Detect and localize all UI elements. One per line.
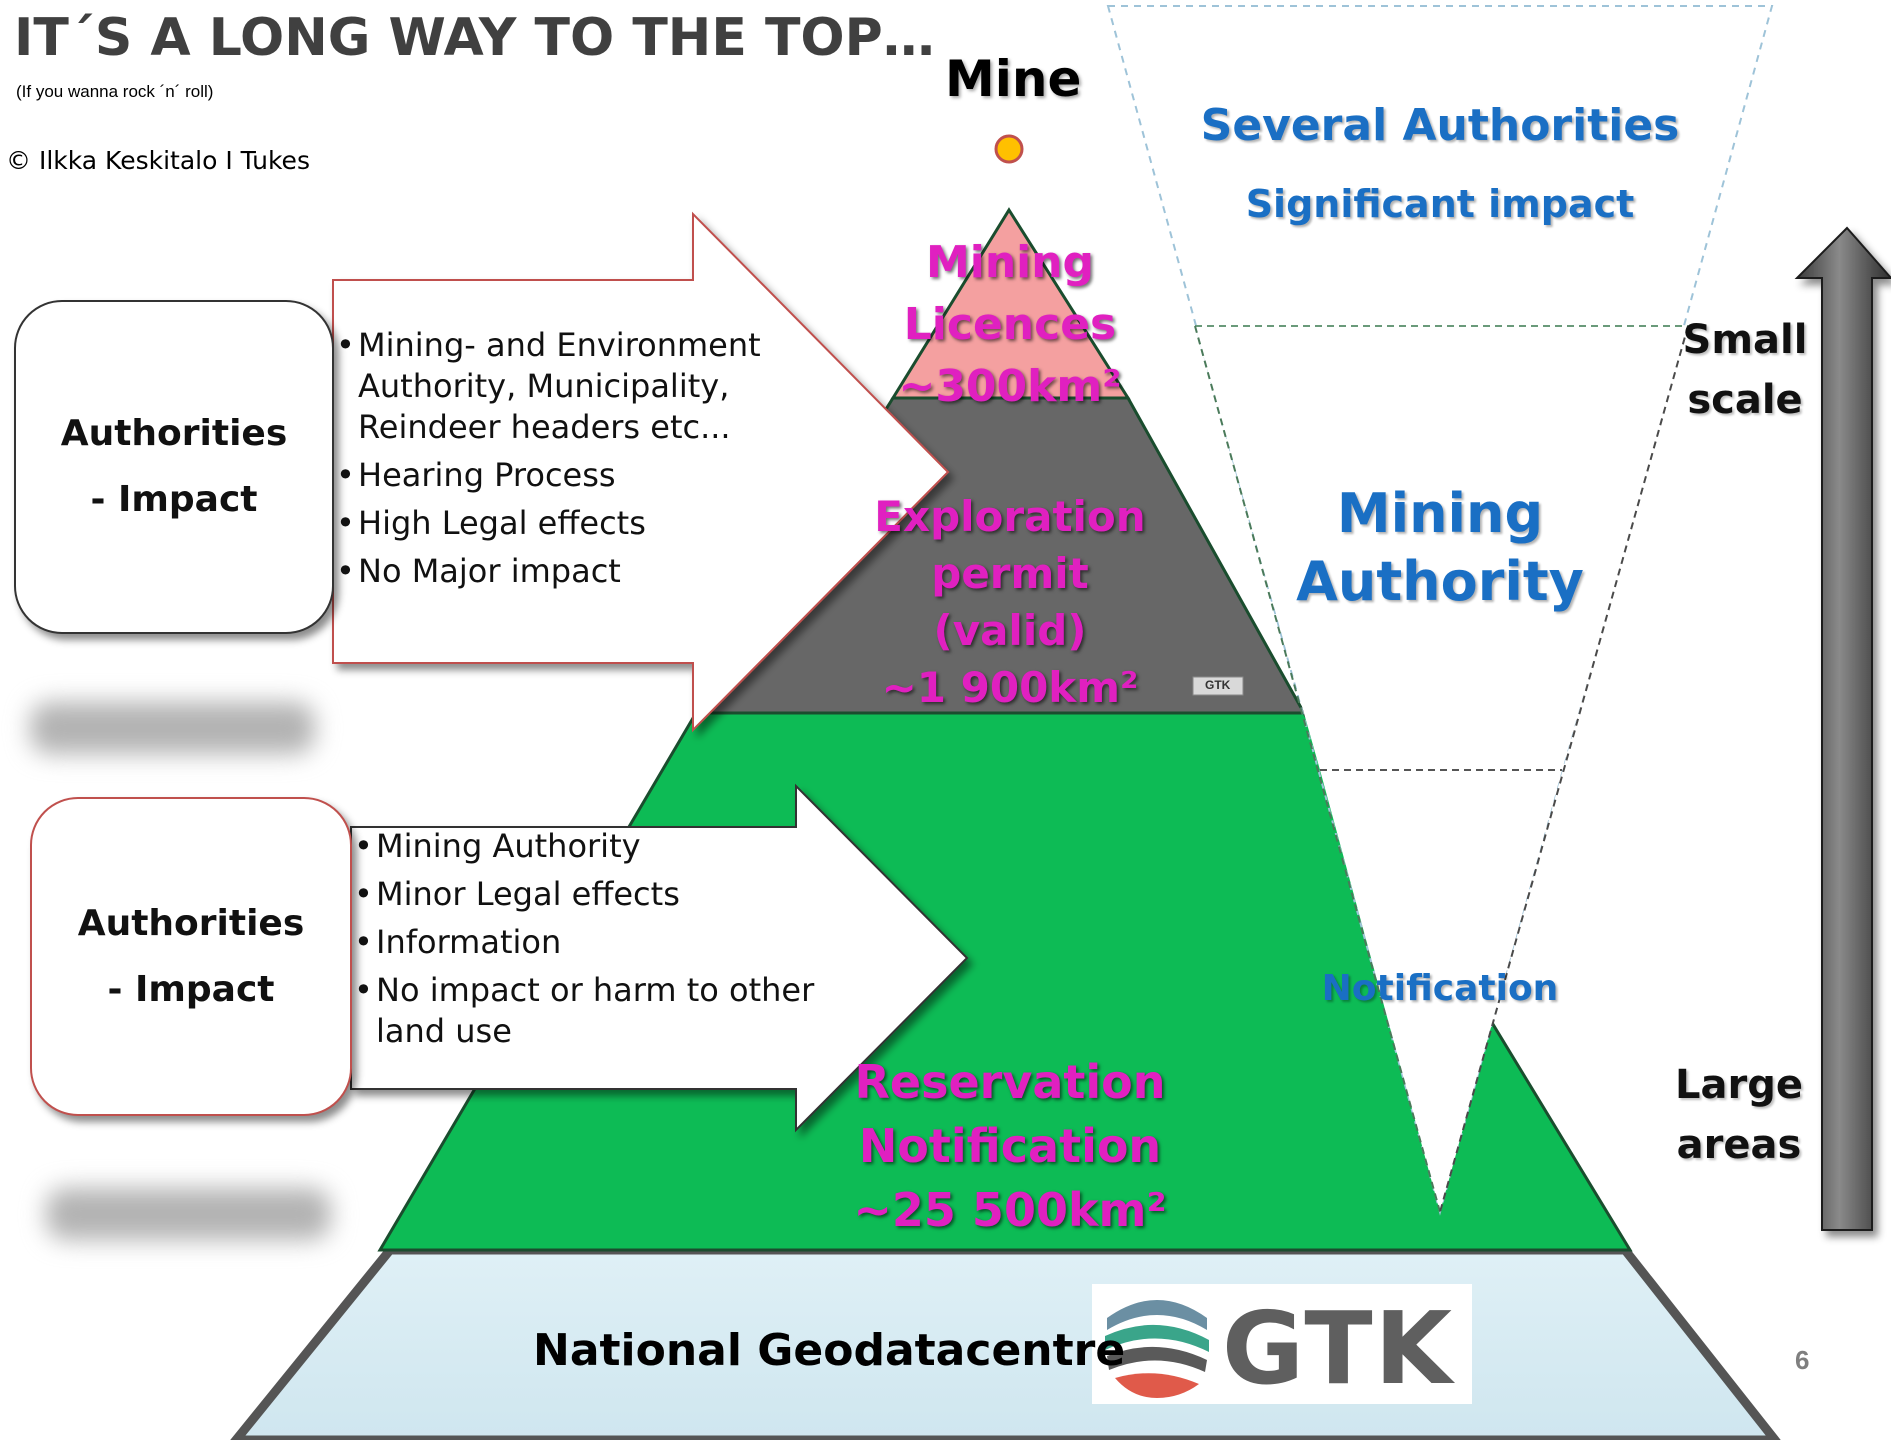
page-number: 6 [1795, 1345, 1810, 1375]
copyright-line: © Ilkka Keskitalo I Tukes [6, 146, 310, 175]
list-item: Hearing Process [336, 455, 776, 496]
box-shadow-blur [30, 702, 315, 754]
authorities-heading: Authorities [77, 902, 305, 944]
list-item: High Legal effects [336, 503, 776, 544]
list-item: No impact or harm to other land use [354, 970, 816, 1052]
authorities-subheading: - Impact [107, 968, 275, 1010]
reservation-label: Reservation Notification ~25 500km² [853, 1055, 1167, 1237]
funnel-top-line2: Significant impact [1245, 182, 1635, 226]
small-gtk-badge [1192, 676, 1244, 696]
funnel-middle-label: Mining Authority [1296, 482, 1584, 613]
list-item: Information [354, 922, 834, 963]
impact-list-bottom: Mining Authority Minor Legal effects Inf… [354, 826, 834, 1059]
scale-top-label: Small scale [1682, 317, 1808, 423]
funnel-authority-fill [1195, 326, 1688, 770]
pyramid-licence-tier [890, 207, 1131, 400]
page-title: IT´S A LONG WAY TO THE TOP… [14, 8, 935, 68]
scale-arrow [1794, 226, 1891, 1231]
mine-dot [994, 134, 1024, 164]
funnel-left-edge [1194, 325, 1441, 1213]
authorities-subheading: - Impact [90, 479, 258, 520]
exploration-label: Exploration permit (valid) ~1 900km² [874, 492, 1146, 712]
mine-label: Mine [945, 50, 1082, 108]
page-subtitle: (If you wanna rock ´n´ roll) [16, 82, 214, 101]
authorities-box-top: Authorities - Impact [14, 300, 334, 634]
list-item: Mining- and Environment Authority, Munic… [336, 325, 778, 448]
list-item: Minor Legal effects [354, 874, 834, 915]
funnel-notification-fill [1320, 770, 1562, 1212]
scale-bottom-label: Large areas [1675, 1062, 1803, 1168]
funnel-bottom-label: Notification [1321, 968, 1559, 1009]
licence-label: Mining Licences ~300km² [898, 237, 1122, 412]
base-label: National Geodatacentre [533, 1325, 1126, 1376]
gtk-logo-text: GTK [1222, 1290, 1455, 1407]
authorities-heading: Authorities [60, 413, 288, 454]
small-gtk-badge-label: GTK [1205, 678, 1231, 692]
list-item: Mining Authority [354, 826, 834, 867]
funnel-top-line1: Several Authorities [1200, 100, 1680, 151]
funnel-right-edge [1439, 325, 1689, 1213]
impact-list-top: Mining- and Environment Authority, Munic… [336, 325, 776, 599]
gtk-logo-mark-icon [1105, 1293, 1209, 1398]
authorities-box-bottom: Authorities - Impact [30, 797, 352, 1116]
list-item: No Major impact [336, 551, 776, 592]
box-shadow-blur [46, 1188, 331, 1240]
